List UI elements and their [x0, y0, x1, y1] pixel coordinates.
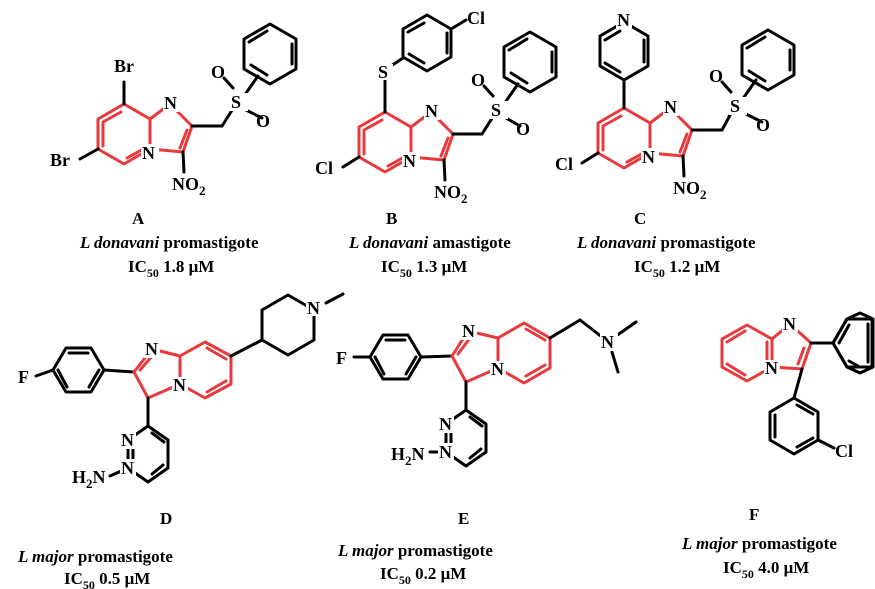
- compound-letter: B: [386, 209, 397, 228]
- compound-a-structure: Br Br N N S O O NO2: [50, 22, 298, 198]
- nitrogen-atom: N: [173, 375, 186, 395]
- oxygen-atom: O: [256, 111, 270, 131]
- sulfur-atom: S: [491, 100, 501, 120]
- oxygen-atom: O: [516, 119, 530, 139]
- ic50-line: IC50 4.0 μM: [723, 558, 809, 581]
- compound-letter: D: [160, 509, 172, 528]
- compound-letter: E: [458, 509, 469, 528]
- ic50-line: IC50 0.5 μM: [64, 569, 150, 589]
- caption-b: B L donavani amastigote IC50 1.3 μM: [348, 209, 511, 280]
- activity-line: L donavani promastigote: [576, 233, 756, 252]
- compound-d-structure: F N N N N N H2N: [18, 292, 345, 491]
- nitrogen-atom: N: [307, 298, 320, 318]
- fluorine-atom: F: [18, 367, 29, 387]
- nitrogen-atom: N: [121, 458, 134, 478]
- nitrogen-atom: N: [664, 97, 677, 117]
- chlorine-atom: Cl: [835, 441, 853, 461]
- bromine-atom: Br: [50, 150, 70, 170]
- caption-e: E L major promastigote IC50 0.2 μM: [337, 509, 493, 587]
- ic50-line: IC50 1.8 μM: [128, 257, 214, 280]
- nitrogen-atom: N: [765, 358, 778, 378]
- activity-line: L major promastigote: [337, 541, 493, 560]
- nitrogen-atom: N: [617, 10, 630, 30]
- ic50-line: IC50 1.3 μM: [381, 257, 467, 280]
- nitrogen-atom: N: [164, 93, 177, 113]
- activity-line: L donavani amastigote: [348, 233, 511, 252]
- chlorine-atom: Cl: [467, 8, 485, 28]
- activity-line: L major promastigote: [17, 547, 173, 566]
- activity-line: L major promastigote: [681, 534, 837, 553]
- bromine-atom: Br: [114, 56, 134, 76]
- compound-c-structure: N Cl N N S O O NO2: [555, 10, 796, 202]
- chlorine-atom: Cl: [315, 158, 333, 178]
- nitro-group: NO2: [673, 178, 707, 202]
- oxygen-atom: O: [709, 66, 723, 86]
- nitrogen-atom: N: [403, 151, 416, 171]
- sulfur-atom: S: [378, 62, 388, 82]
- activity-line: L donavani promastigote: [79, 233, 259, 252]
- nitrogen-atom: N: [142, 143, 155, 163]
- nitrogen-atom: N: [425, 101, 438, 121]
- nitrogen-atom: N: [439, 442, 452, 462]
- nitrogen-atom: N: [491, 359, 504, 379]
- amino-group: H2N: [391, 444, 425, 468]
- ic50-line: IC50 1.2 μM: [634, 257, 720, 280]
- nitrogen-atom: N: [783, 314, 796, 334]
- compound-letter: F: [749, 505, 759, 524]
- fluorine-atom: F: [336, 348, 347, 368]
- nitro-group: NO2: [434, 182, 468, 206]
- nitrogen-atom: N: [121, 430, 134, 450]
- compound-b-structure: S Cl Cl N N S O O NO2: [315, 8, 558, 206]
- oxygen-atom: O: [471, 70, 485, 90]
- oxygen-atom: O: [211, 62, 225, 82]
- nitrogen-atom: N: [642, 147, 655, 167]
- chlorine-atom: Cl: [555, 154, 573, 174]
- caption-d: D L major promastigote IC50 0.5 μM: [17, 509, 173, 589]
- oxygen-atom: O: [756, 115, 770, 135]
- nitrogen-atom: N: [462, 321, 475, 341]
- nitrogen-atom: N: [601, 332, 614, 352]
- amino-group: H2N: [72, 467, 106, 491]
- compound-e-structure: F N N N N N H2N: [336, 318, 638, 468]
- nitrogen-atom: N: [439, 414, 452, 434]
- caption-c: C L donavani promastigote IC50 1.2 μM: [576, 209, 756, 280]
- sulfur-atom: S: [730, 96, 740, 116]
- caption-f: F L major promastigote IC50 4.0 μM: [681, 505, 837, 581]
- compound-letter: A: [132, 209, 145, 228]
- nitrogen-atom: N: [145, 339, 158, 359]
- sulfur-atom: S: [231, 92, 241, 112]
- compound-f-structure: N N Cl: [720, 311, 875, 461]
- caption-a: A L donavani promastigote IC50 1.8 μM: [79, 209, 259, 280]
- nitro-group: NO2: [172, 174, 206, 198]
- compound-letter: C: [634, 209, 646, 228]
- ic50-line: IC50 0.2 μM: [380, 564, 466, 587]
